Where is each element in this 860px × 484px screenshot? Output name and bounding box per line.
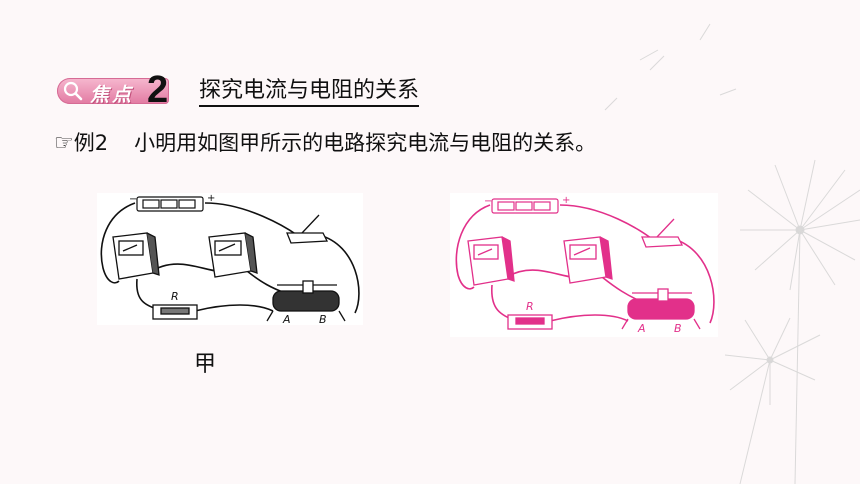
focus-tag-number: 2 bbox=[147, 69, 169, 111]
battery-minus-label: − bbox=[129, 194, 137, 205]
circuit-diagram-b: − + R A B bbox=[450, 193, 718, 337]
terminal-b-label: B bbox=[319, 313, 327, 325]
battery bbox=[491, 198, 559, 214]
figure-caption: 甲 bbox=[194, 352, 217, 377]
ammeter bbox=[112, 232, 160, 280]
example-line: ☞例2 小明用如图甲所示的电路探究电流与电阻的关系。 bbox=[54, 127, 596, 157]
terminal-a-label: A bbox=[637, 322, 646, 335]
resistor bbox=[507, 314, 553, 330]
battery-plus-label: + bbox=[562, 195, 570, 206]
pointing-hand-icon: ☞ bbox=[54, 131, 74, 156]
battery-minus-label: − bbox=[484, 196, 492, 207]
focus-tag: 焦点 2 bbox=[57, 70, 180, 110]
battery bbox=[136, 196, 204, 212]
magnifier-icon bbox=[63, 81, 83, 101]
example-label: 例2 bbox=[73, 131, 109, 155]
rheostat bbox=[621, 288, 701, 330]
focus-tag-label: 焦点 bbox=[90, 84, 135, 106]
terminal-a-label: A bbox=[282, 313, 291, 325]
example-text: 小明用如图甲所示的电路探究电流与电阻的关系。 bbox=[134, 131, 597, 155]
section-title: 探究电流与电阻的关系 bbox=[199, 78, 420, 107]
circuit-diagram-a: − + R A B bbox=[97, 193, 363, 325]
ammeter bbox=[467, 236, 515, 286]
rheostat bbox=[266, 280, 346, 322]
switch bbox=[286, 214, 329, 244]
resistor-label: R bbox=[171, 290, 179, 303]
battery-plus-label: + bbox=[207, 193, 215, 204]
resistor-label: R bbox=[526, 300, 534, 313]
voltmeter bbox=[208, 232, 258, 278]
resistor bbox=[152, 304, 198, 320]
voltmeter bbox=[563, 236, 613, 284]
terminal-b-label: B bbox=[674, 322, 682, 335]
switch bbox=[641, 218, 684, 248]
